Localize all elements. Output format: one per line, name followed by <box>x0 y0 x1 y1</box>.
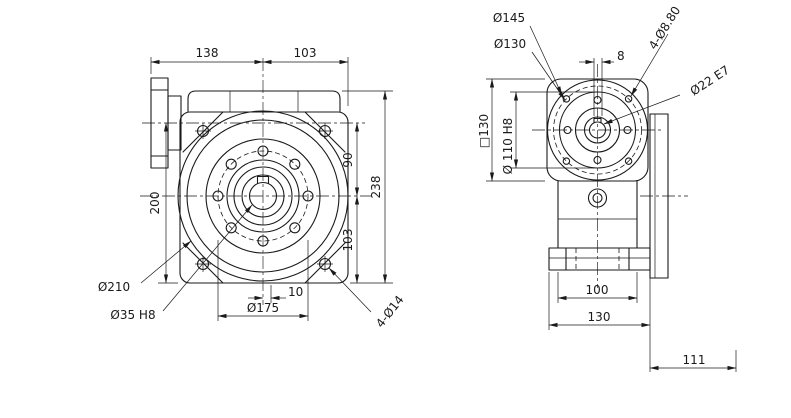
extension-lines <box>150 57 349 106</box>
front-dim-10: 10 <box>248 285 303 303</box>
front-leader-210: Ø210 <box>98 240 192 294</box>
side-oil-plug-outer <box>587 188 608 208</box>
leader-line <box>529 25 563 96</box>
side-dim-8: 8 <box>579 49 625 116</box>
front-hub-inner-circle <box>241 174 285 218</box>
bolt-hole <box>257 235 269 247</box>
side-pilot-circle-110 <box>558 91 637 169</box>
front-dim-right-heights: 90 103 238 <box>341 90 393 284</box>
label-text-210: Ø210 <box>98 280 130 294</box>
front-corner-hole-centerlines <box>195 123 333 272</box>
front-output-bore-circle-35 <box>248 181 278 211</box>
side-dim-100: 100 <box>557 272 638 303</box>
label-text-130: Ø130 <box>494 37 526 51</box>
side-view: 8 4-Ø8.80 Ø145 Ø130 Ø22 E7 □130 <box>477 4 737 372</box>
label-text-4x14: 4-Ø14 <box>373 293 407 331</box>
dim-text-103-top: 103 <box>294 46 317 60</box>
side-leader-145: Ø145 <box>493 11 563 96</box>
front-top-cap-outline <box>187 90 341 113</box>
side-bolt-circle-130 <box>553 85 642 175</box>
label-text-145: Ø145 <box>493 11 525 25</box>
extension-lines <box>593 58 603 116</box>
side-dim-130-bottom: 130 <box>548 272 651 372</box>
leader-line <box>328 267 372 313</box>
front-bolt-circle-175 <box>217 150 309 242</box>
dim-text-8: 8 <box>617 49 625 63</box>
extension-lines <box>548 272 651 372</box>
dim-text-138: 138 <box>196 46 219 60</box>
side-input-keyway <box>593 117 602 124</box>
front-flange-bolt-holes <box>212 145 314 247</box>
side-output-flange-plate <box>649 113 669 279</box>
side-base-ribs <box>565 247 630 271</box>
leader-line <box>531 51 566 101</box>
front-boss-circle-210 <box>177 110 349 282</box>
side-body-outline <box>548 180 651 271</box>
screw-hole <box>623 125 632 135</box>
side-flange-od-circle-145 <box>546 79 649 181</box>
bolt-hole <box>212 190 224 202</box>
front-dim-200: 200 <box>148 122 178 284</box>
side-cover-circle <box>574 107 621 153</box>
dim-text-10: 10 <box>288 285 303 299</box>
dim-text-200: 200 <box>148 192 162 215</box>
front-dim-175: Ø175 <box>217 240 309 321</box>
side-body-groove <box>549 218 650 259</box>
side-leader-4x8-80: 4-Ø8.80 <box>630 4 683 97</box>
dim-text-90: 90 <box>341 152 355 167</box>
dim-text-111: 111 <box>683 353 706 367</box>
front-corner-chamfer-lines <box>182 111 346 284</box>
front-view: 138 103 200 90 103 238 10 <box>98 46 407 330</box>
dim-text-130-bottom: 130 <box>588 310 611 324</box>
bolt-hole <box>562 157 571 165</box>
front-output-keyway <box>256 175 270 184</box>
front-leader-4x14: 4-Ø14 <box>328 267 407 331</box>
screw-hole <box>563 125 572 135</box>
bolt-hole <box>624 157 633 165</box>
bolt-hole <box>225 158 237 170</box>
extension-lines <box>217 240 309 321</box>
extension-lines <box>486 78 545 182</box>
dim-text-175: Ø175 <box>247 301 279 315</box>
leader-line <box>630 33 669 97</box>
bolt-hole <box>624 95 633 103</box>
side-hub-circle <box>583 116 612 144</box>
bolt-hole <box>225 222 237 234</box>
side-dim-110H8: Ø 110 H8 <box>501 91 594 175</box>
label-text-35H8: Ø35 H8 <box>110 308 155 322</box>
side-oil-plug-inner <box>592 192 603 204</box>
side-dim-square-130: □130 <box>477 78 545 182</box>
side-dim-111: 111 <box>649 350 737 372</box>
dim-text-110H8: Ø 110 H8 <box>501 118 515 175</box>
dim-text-238: 238 <box>369 176 383 199</box>
front-top-cap-ribs <box>229 91 299 112</box>
front-leader-35H8: Ø35 H8 <box>110 204 253 322</box>
leader-line <box>603 94 681 125</box>
bolt-hole <box>289 222 301 234</box>
front-pilot-circle <box>226 159 300 233</box>
front-dim-top-widths: 138 103 <box>150 46 349 106</box>
bolt-hole <box>302 190 314 202</box>
leader-line <box>162 204 253 312</box>
label-text-22E7: Ø22 E7 <box>688 63 732 99</box>
screw-hole <box>593 155 602 165</box>
extension-lines <box>510 91 594 169</box>
side-base-hidden-holes <box>575 248 620 270</box>
bolt-hole <box>257 145 269 157</box>
side-leader-130: Ø130 <box>494 37 566 101</box>
side-input-bore-circle-22 <box>588 121 607 139</box>
leader-line <box>140 240 192 284</box>
dim-text-square-130: □130 <box>477 114 491 148</box>
dim-text-100: 100 <box>586 283 609 297</box>
dim-text-103-right: 103 <box>341 229 355 252</box>
front-boss-inner-circle <box>186 119 340 273</box>
front-hub-circle <box>233 166 293 226</box>
front-housing-outline <box>179 111 349 284</box>
front-recess-circle <box>205 138 321 254</box>
label-text-4x8-80: 4-Ø8.80 <box>646 4 683 52</box>
bolt-hole <box>289 158 301 170</box>
